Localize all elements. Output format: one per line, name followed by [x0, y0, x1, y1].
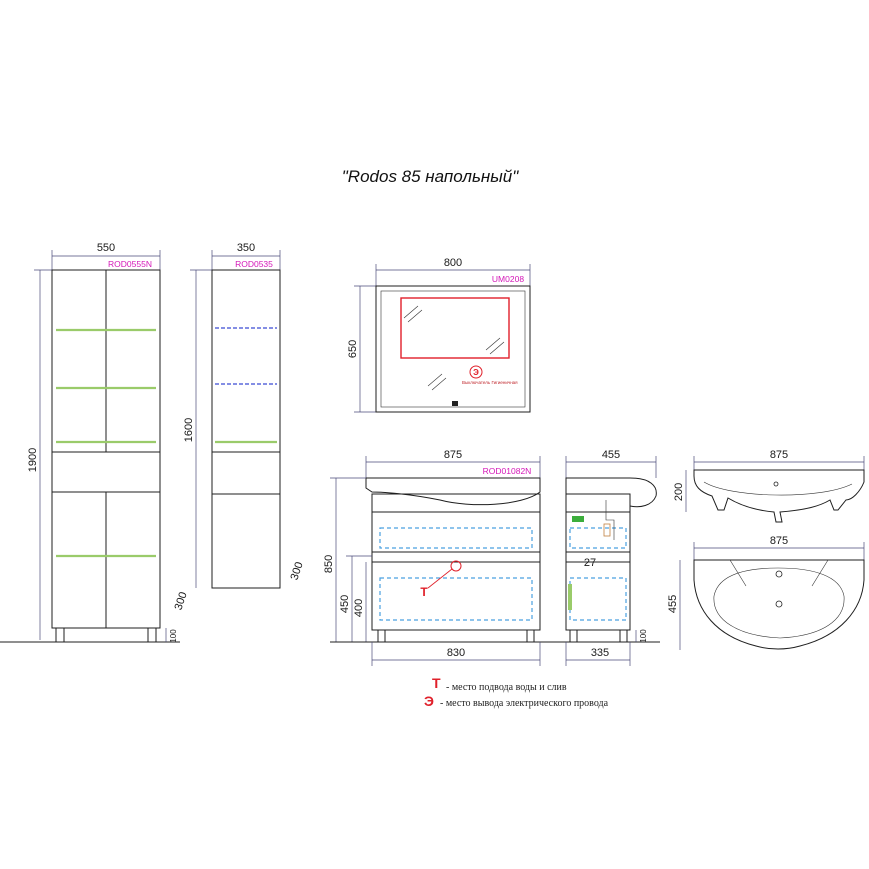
tall-column: 550 ROD0555N 1900 100 300 [0, 242, 190, 643]
svg-text:Т: Т [420, 585, 428, 599]
mid-column-code: ROD0535 [235, 259, 273, 269]
drawing-title: "Rodos 85 напольный" [342, 167, 519, 186]
vanity-base-width: 830 [447, 647, 465, 659]
tall-column-gap: 300 [173, 590, 190, 611]
svg-text:Э: Э [473, 368, 479, 377]
tall-column-legs: 100 [169, 629, 178, 643]
mirror-code: UM0208 [492, 274, 524, 284]
sink-top-width: 875 [770, 535, 788, 547]
sink-top-depth: 455 [667, 595, 679, 613]
mid-column-gap: 300 [289, 560, 306, 581]
legend-electric-letter: Э [424, 693, 434, 709]
mirror-switch-label: Выключатель Гигиеничная [462, 380, 518, 385]
mid-column: 350 ROD0535 1600 300 [183, 242, 306, 589]
sink-side-view: 875 200 [673, 449, 865, 523]
side-base-depth: 335 [591, 647, 609, 659]
tall-column-width: 550 [97, 242, 115, 254]
vanity-side: 455 27 335 100 [565, 449, 657, 666]
sink-side-width: 875 [770, 449, 788, 461]
tall-column-height: 1900 [27, 448, 39, 472]
side-offset: 27 [584, 557, 596, 569]
legend-water-letter: Т [432, 675, 441, 691]
mirror: 800 UM0208 650 Э Выключатель Гигиеничная [347, 257, 531, 413]
mirror-light-panel [400, 297, 510, 359]
mirror-width: 800 [444, 257, 462, 269]
mid-column-width: 350 [237, 242, 255, 254]
tall-column-code: ROD0555N [108, 259, 152, 269]
vanity-width: 875 [444, 449, 462, 461]
mirror-height: 650 [347, 340, 359, 358]
side-legs: 100 [639, 629, 648, 643]
legend: Т - место подвода воды и слив Э - место … [424, 675, 609, 709]
vanity-height-body: 400 [353, 599, 365, 617]
vanity-front: 875 ROD01082N Т 850 450 400 830 [323, 449, 660, 666]
legend-electric-text: - место вывода электрического провода [440, 698, 609, 709]
mid-column-height: 1600 [183, 418, 195, 442]
side-depth: 455 [602, 449, 620, 461]
sink-top-view: 875 455 [667, 535, 865, 650]
legend-water-text: - место подвода воды и слив [446, 682, 567, 693]
vanity-code: ROD01082N [483, 466, 532, 476]
sink-side-height: 200 [673, 483, 685, 501]
vanity-height-top: 450 [339, 595, 351, 613]
vanity-height-total: 850 [323, 555, 335, 573]
